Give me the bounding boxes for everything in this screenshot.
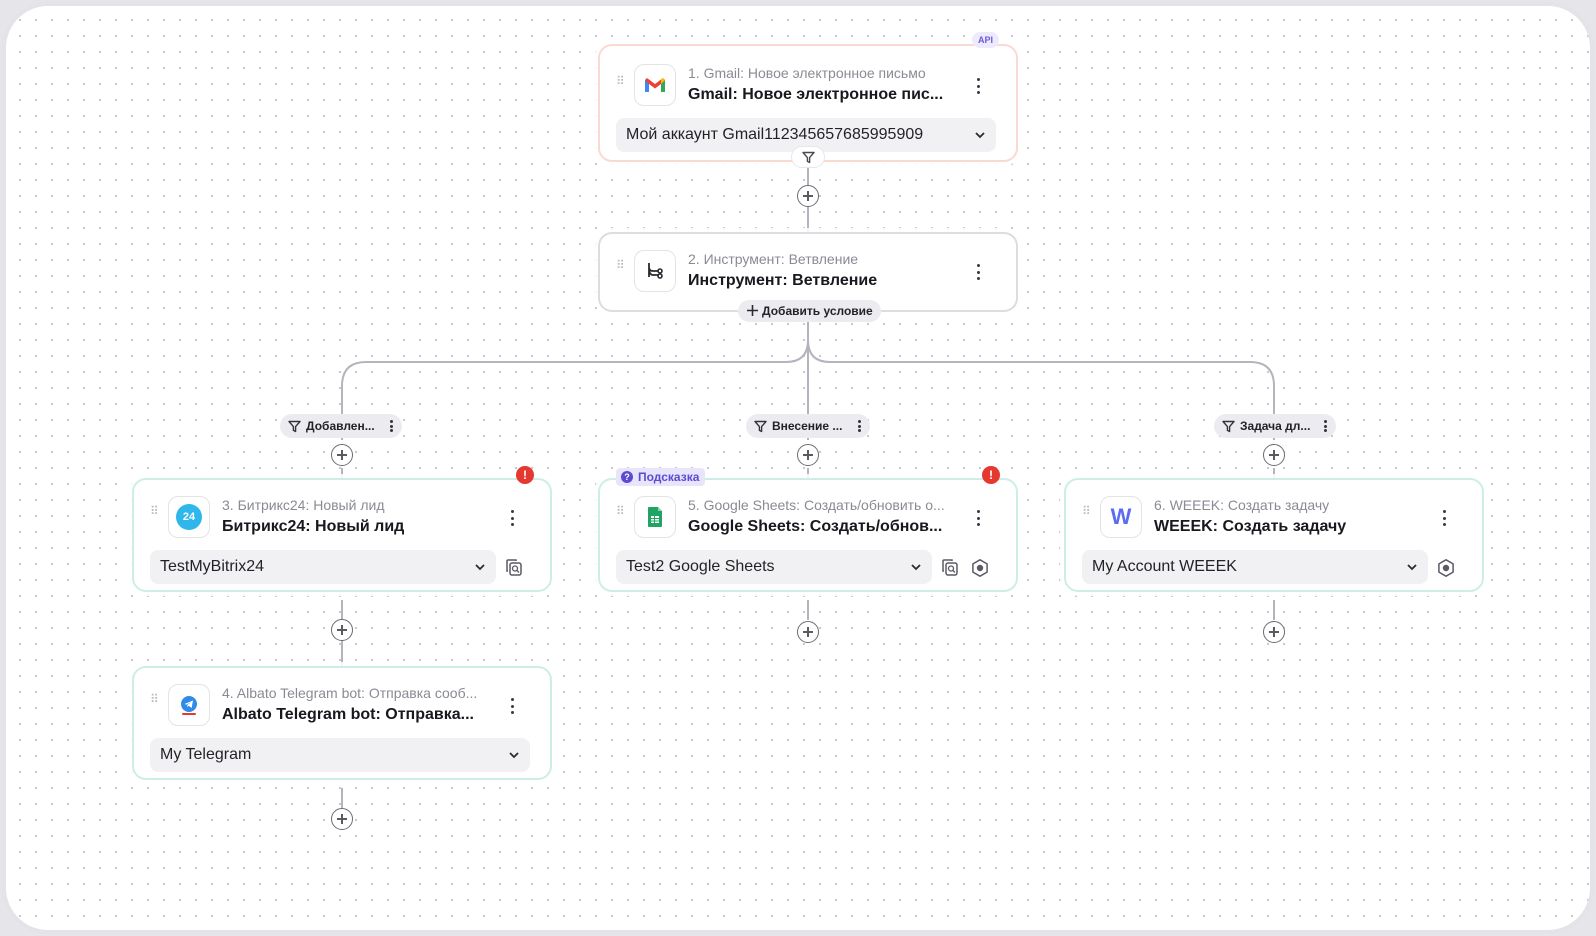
account-select[interactable]: My Telegram — [150, 738, 530, 772]
step-card-6[interactable]: ⠿ W 6. WEEEK: Создать задачу WEEEK: Созд… — [1064, 478, 1484, 592]
account-select[interactable]: Test2 Google Sheets — [616, 550, 932, 584]
more-options-icon[interactable] — [390, 420, 394, 432]
account-select-value: TestMyBitrix24 — [160, 558, 265, 575]
step-title: Google Sheets: Создать/обнов... — [688, 518, 943, 535]
error-badge: ! — [516, 466, 534, 484]
step-title: Битрикс24: Новый лид — [222, 518, 405, 535]
add-step-button[interactable] — [331, 619, 353, 641]
branch-filter-label: Внесение ... — [772, 419, 843, 433]
step-subtitle: 2. Инструмент: Ветвление — [688, 251, 859, 267]
more-options-icon[interactable] — [506, 508, 518, 528]
step-card-2[interactable]: ⠿ 2. Инструмент: Ветвление Инструмент: В… — [598, 232, 1018, 312]
add-step-button[interactable] — [331, 444, 353, 466]
weeek-logo: W — [1110, 504, 1132, 529]
hint-label: Подсказка — [638, 470, 700, 484]
more-options-icon[interactable] — [972, 76, 984, 96]
branch-filter-right[interactable]: Задача дл... — [1214, 414, 1336, 438]
step-subtitle: 5. Google Sheets: Создать/обновить о... — [688, 497, 945, 513]
account-select-value: My Telegram — [160, 746, 252, 763]
copy-icon[interactable] — [940, 558, 960, 578]
add-step-button[interactable] — [1263, 621, 1285, 643]
add-step-button[interactable] — [797, 621, 819, 643]
step-card-5[interactable]: ⠿ 5. Google Sheets: Создать/обновить о..… — [598, 478, 1018, 592]
branch-filter-label: Добавлен... — [306, 419, 375, 433]
account-select-value: My Account WEEEK — [1092, 558, 1237, 575]
drag-handle-icon[interactable]: ⠿ — [616, 74, 625, 88]
hint-badge[interactable]: ? Подсказка — [616, 468, 706, 486]
step-title: Инструмент: Ветвление — [688, 272, 878, 289]
step-card-4[interactable]: ⠿ 4. Albato Telegram bot: Отправка сооб.… — [132, 666, 552, 780]
gmail-icon — [634, 64, 676, 106]
google-sheets-icon — [634, 496, 676, 538]
step-card-3[interactable]: ⠿ 24 3. Битрикс24: Новый лид Битрикс24: … — [132, 478, 552, 592]
step-subtitle: 3. Битрикс24: Новый лид — [222, 497, 385, 513]
branch-icon — [634, 250, 676, 292]
more-options-icon[interactable] — [1438, 508, 1450, 528]
filter-icon — [1222, 420, 1235, 433]
telegram-icon — [168, 684, 210, 726]
settings-icon[interactable] — [1436, 558, 1456, 578]
more-options-icon[interactable] — [506, 696, 518, 716]
drag-handle-icon[interactable]: ⠿ — [150, 504, 159, 518]
add-step-button[interactable] — [797, 185, 819, 207]
more-options-icon[interactable] — [972, 262, 984, 282]
chevron-down-icon — [975, 132, 985, 139]
add-condition-button[interactable]: Добавить условие — [738, 300, 881, 322]
bitrix24-icon: 24 — [168, 496, 210, 538]
drag-handle-icon[interactable]: ⠿ — [1082, 504, 1091, 518]
step-subtitle: 6. WEEEK: Создать задачу — [1154, 497, 1330, 513]
step-subtitle: 4. Albato Telegram bot: Отправка сооб... — [222, 685, 478, 701]
chevron-down-icon — [911, 564, 921, 571]
chevron-down-icon — [1407, 564, 1417, 571]
chevron-down-icon — [475, 564, 485, 571]
branch-filter-left[interactable]: Добавлен... — [280, 414, 402, 438]
plus-icon — [747, 305, 758, 316]
account-select[interactable]: My Account WEEEK — [1082, 550, 1428, 584]
drag-handle-icon[interactable]: ⠿ — [616, 504, 625, 518]
account-select-value: Test2 Google Sheets — [626, 558, 775, 575]
settings-icon[interactable] — [970, 558, 990, 578]
more-options-icon[interactable] — [1324, 420, 1328, 432]
branch-filter-middle[interactable]: Внесение ... — [746, 414, 870, 438]
account-select[interactable]: TestMyBitrix24 — [150, 550, 496, 584]
step-title: Gmail: Новое электронное пис... — [688, 86, 944, 103]
copy-icon[interactable] — [504, 558, 524, 578]
chevron-down-icon — [509, 752, 519, 759]
filter-icon — [754, 420, 767, 433]
bitrix24-logo: 24 — [176, 504, 202, 530]
more-options-icon[interactable] — [972, 508, 984, 528]
api-badge: API — [972, 32, 1000, 48]
question-icon: ? — [621, 471, 633, 483]
drag-handle-icon[interactable]: ⠿ — [616, 258, 625, 272]
add-step-button[interactable] — [331, 808, 353, 830]
step-title: Albato Telegram bot: Отправка... — [222, 706, 474, 723]
filter-icon — [288, 420, 301, 433]
weeek-icon: W — [1100, 496, 1142, 538]
step-title: WEEEK: Создать задачу — [1154, 518, 1347, 535]
add-condition-label: Добавить условие — [762, 304, 873, 318]
account-select-value: Мой аккаунт Gmail112345657685995909 — [626, 126, 924, 143]
drag-handle-icon[interactable]: ⠿ — [150, 692, 159, 706]
add-step-button[interactable] — [1263, 444, 1285, 466]
branch-filter-label: Задача дл... — [1240, 419, 1311, 433]
error-badge: ! — [982, 466, 1000, 484]
more-options-icon[interactable] — [858, 420, 862, 432]
add-step-button[interactable] — [797, 444, 819, 466]
filter-icon[interactable] — [791, 146, 825, 168]
step-subtitle: 1. Gmail: Новое электронное письмо — [688, 65, 926, 81]
step-card-1[interactable]: ⠿ 1. Gmail: Новое электронное письмо Gma… — [598, 44, 1018, 162]
